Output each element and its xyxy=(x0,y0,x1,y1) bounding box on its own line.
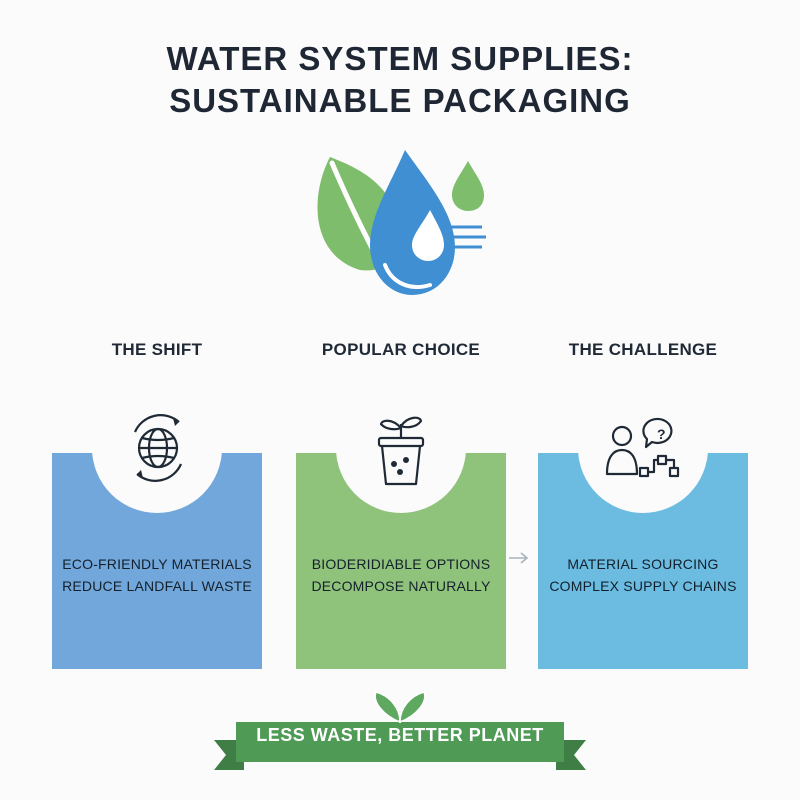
plant-pot-icon xyxy=(377,416,425,486)
leaf-water-drop-icon xyxy=(317,150,486,295)
title-line-2: SUSTAINABLE PACKAGING xyxy=(169,82,631,119)
page-title: WATER SYSTEM SUPPLIES: SUSTAINABLE PACKA… xyxy=(0,38,800,122)
card-popular-line-2: DECOMPOSE NATURALLY xyxy=(311,578,491,594)
card-challenge-line-1: MATERIAL SOURCING xyxy=(567,556,719,572)
card-shift-line-1: ECO-FRIENDLY MATERIALS xyxy=(62,556,252,572)
card-challenge-line-2: COMPLEX SUPPLY CHAINS xyxy=(549,578,737,594)
banner-ribbon xyxy=(214,692,586,770)
arrow-right-icon xyxy=(509,552,529,564)
card-shift-line-2: REDUCE LANDFALL WASTE xyxy=(62,578,252,594)
column-heading-challenge: THE CHALLENGE xyxy=(568,340,718,359)
banner-leaf-icon xyxy=(374,692,426,724)
banner-text: LESS WASTE, BETTER PLANET xyxy=(256,725,544,745)
svg-text:?: ? xyxy=(657,426,666,442)
globe-recycle-icon xyxy=(133,414,183,482)
title-line-1: WATER SYSTEM SUPPLIES: xyxy=(166,40,634,77)
column-heading-shift: THE SHIFT xyxy=(111,340,203,359)
card-challenge: MATERIAL SOURCING COMPLEX SUPPLY CHAINS xyxy=(538,453,748,669)
column-heading-popular-choice: POPULAR CHOICE xyxy=(321,340,481,359)
person-question-icon: ? xyxy=(605,417,680,478)
card-shift: ECO-FRIENDLY MATERIALS REDUCE LANDFALL W… xyxy=(52,453,262,669)
card-popular-choice: BIODERIDIABLE OPTIONS DECOMPOSE NATURALL… xyxy=(296,453,506,669)
card-popular-line-1: BIODERIDIABLE OPTIONS xyxy=(311,556,491,572)
